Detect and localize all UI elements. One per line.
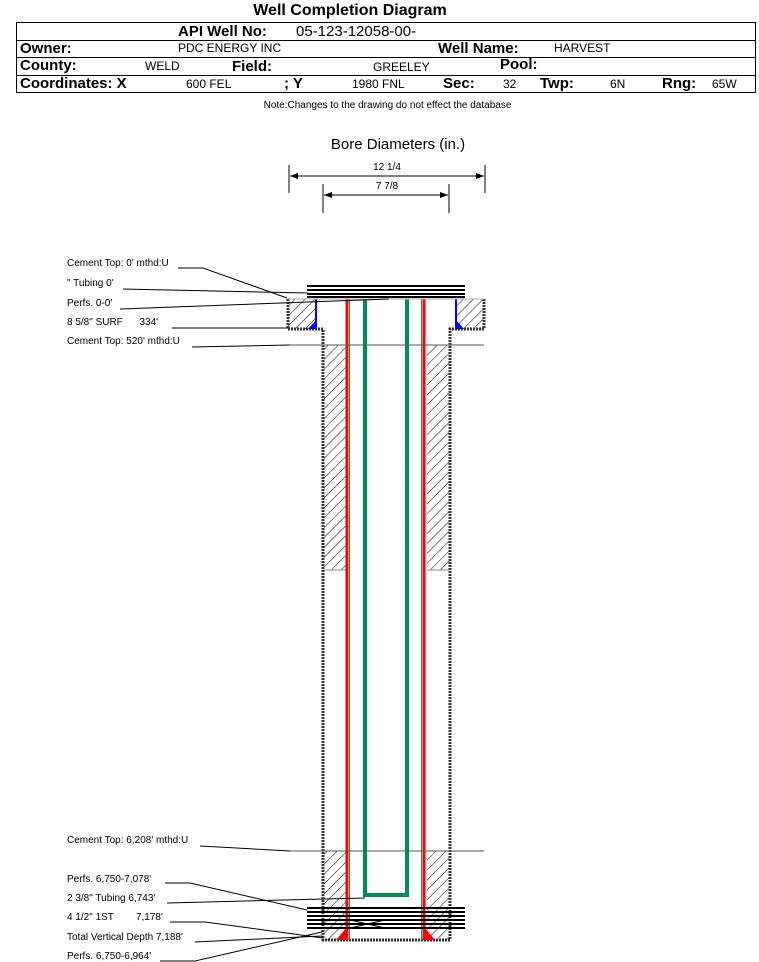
well-name-value: HARVEST xyxy=(554,41,611,55)
label-cement-top-0: Cement Top: 0' mthd:U xyxy=(67,258,169,269)
divider xyxy=(17,57,755,58)
coordinates-x-value: 600 FEL xyxy=(186,77,232,91)
depth-labels: Cement Top: 0' mthd:U " Tubing 0' Perfs.… xyxy=(67,258,188,962)
owner-label: Owner: xyxy=(20,40,72,57)
label-perfs-0: Perfs. 0-0' xyxy=(67,298,112,309)
surface-casing xyxy=(308,299,464,329)
perforations-top xyxy=(307,285,465,298)
county-label: County: xyxy=(20,57,77,74)
label-tubing-0: " Tubing 0' xyxy=(67,278,114,289)
bore-dimension-12-1-4: 12 1/4 xyxy=(288,162,486,193)
label-perfs-6750-7078: Perfs. 6,750-7,078' xyxy=(67,874,151,885)
cement-hatch xyxy=(288,299,484,940)
bore-dimension-label: 12 1/4 xyxy=(373,162,401,173)
borehole-outline xyxy=(286,299,486,942)
owner-value: PDC ENERGY INC xyxy=(178,41,282,55)
tubing xyxy=(363,299,409,897)
county-value: WELD xyxy=(145,59,180,73)
label-production-casing: 4 1/2" 1ST 7,178' xyxy=(67,912,163,923)
production-casing xyxy=(336,299,435,940)
bore-diameters-title: Bore Diameters (in.) xyxy=(331,136,465,153)
label-surface-casing: 8 5/8" SURF 334' xyxy=(67,317,158,328)
coordinates-y-value: 1980 FNL xyxy=(352,77,405,91)
coordinates-x-label: Coordinates: X xyxy=(20,75,127,92)
label-perfs-6750-6964: Perfs. 6,750-6,964' xyxy=(67,951,151,962)
well-name-label: Well Name: xyxy=(438,40,519,57)
sec-value: 32 xyxy=(503,77,517,91)
leader-lines xyxy=(119,267,390,962)
twp-label: Twp: xyxy=(540,75,574,92)
well-info-table xyxy=(16,22,756,93)
twp-value: 6N xyxy=(610,77,626,91)
label-total-depth: Total Vertical Depth 7,188' xyxy=(67,932,183,943)
api-value: 05-123-12058-00- xyxy=(296,23,417,40)
rng-value: 65W xyxy=(712,77,737,91)
bore-dimension-7-7-8: 7 7/8 xyxy=(322,181,450,213)
perforations-bottom xyxy=(307,907,465,929)
rng-label: Rng: xyxy=(662,75,697,92)
note-text: Note:Changes to the drawing do not effec… xyxy=(263,100,512,111)
divider xyxy=(17,75,755,76)
sec-label: Sec: xyxy=(443,75,475,92)
field-label: Field: xyxy=(232,58,272,75)
label-cement-top-6208: Cement Top: 6,208' mthd:U xyxy=(67,835,188,846)
pool-label: Pool: xyxy=(500,56,538,73)
bore-dimension-label: 7 7/8 xyxy=(376,181,399,192)
field-value: GREELEY xyxy=(373,60,430,74)
coordinates-y-label: ; Y xyxy=(284,75,303,92)
api-label: API Well No: xyxy=(178,23,267,40)
divider xyxy=(17,40,755,41)
page-title: Well Completion Diagram xyxy=(253,2,447,19)
label-cement-top-520: Cement Top: 520' mthd:U xyxy=(67,336,180,347)
label-tubing-6743: 2 3/8" Tubing 6,743' xyxy=(67,893,155,904)
